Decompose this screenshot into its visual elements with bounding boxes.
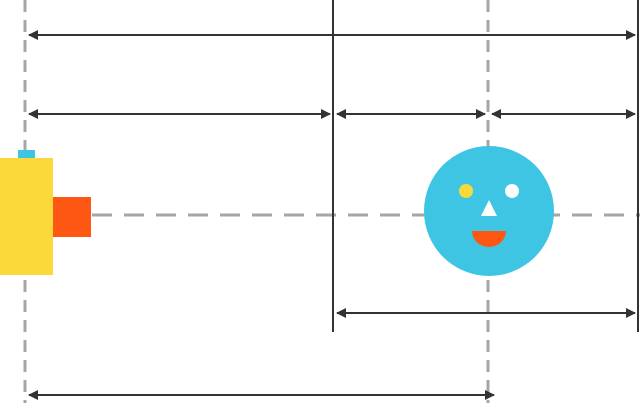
camera-lens xyxy=(53,197,91,237)
face-nose xyxy=(481,200,497,216)
camera-body xyxy=(0,158,53,275)
face-mouth xyxy=(472,231,506,247)
face-eye-left xyxy=(459,184,473,198)
camera-icon xyxy=(0,150,91,275)
camera-button xyxy=(18,150,35,159)
smiley-face-icon xyxy=(424,146,554,276)
face-eye-right xyxy=(505,184,519,198)
